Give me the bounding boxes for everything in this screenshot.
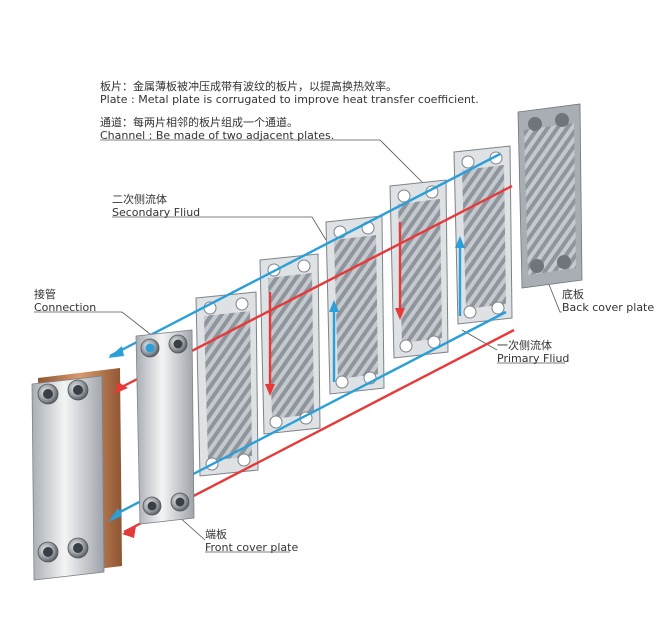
plate-caption-en: Plate : Metal plate is corrugated to imp… (100, 93, 479, 106)
secondary-fluid-label: 二次侧流体 Secondary Fliud (112, 193, 200, 219)
front-cover-plate (135, 329, 195, 525)
secondary-fluid-zh: 二次侧流体 (112, 193, 167, 206)
back-cover-plate-label: 底板 Back cover plate (562, 288, 654, 314)
front-cover-plate-zh: 端板 (205, 528, 227, 541)
channel-caption-en: Channel : Be made of two adjacent plates… (100, 129, 335, 142)
plate-caption-zh: 板片：金属薄板被冲压成带有波纹的板片，以提高换热效率。 (100, 80, 397, 93)
connection-en: Connection (34, 301, 97, 314)
primary-fluid-zh: 一次侧流体 (497, 339, 552, 352)
leader-lines (34, 139, 565, 553)
back-cover-plate-en: Back cover plate (562, 301, 655, 314)
corrugated-plate-6 (453, 145, 513, 325)
assembled-unit (31, 368, 122, 581)
flow-arrow-icon (108, 236, 465, 538)
connection-zh: 接管 (34, 288, 56, 301)
connection-port-icon (140, 334, 190, 516)
secondary-fluid-en: Secondary Fliud (112, 206, 201, 219)
plate-caption: 板片：金属薄板被冲压成带有波纹的板片，以提高换热效率。 Plate : Meta… (100, 80, 479, 106)
primary-fluid-label: 一次侧流体 Primary Fliud (497, 339, 569, 365)
plate-stack (195, 145, 513, 477)
corrugated-plate-3 (259, 253, 321, 435)
connection-label: 接管 Connection (34, 288, 96, 314)
corrugated-plate-2 (195, 291, 259, 477)
channel-caption: 通道：每两片相邻的板片组成一个通道。 Channel : Be made of … (100, 116, 334, 142)
primary-fluid-en: Primary Fliud (497, 352, 570, 365)
connection-port-icon (37, 379, 89, 563)
back-cover-plate (517, 103, 583, 289)
front-cover-plate-en: Front cover plate (205, 541, 299, 554)
back-cover-plate-zh: 底板 (562, 288, 584, 301)
channel-caption-zh: 通道：每两片相邻的板片组成一个通道。 (100, 116, 298, 129)
front-cover-plate-label: 端板 Front cover plate (205, 528, 298, 554)
